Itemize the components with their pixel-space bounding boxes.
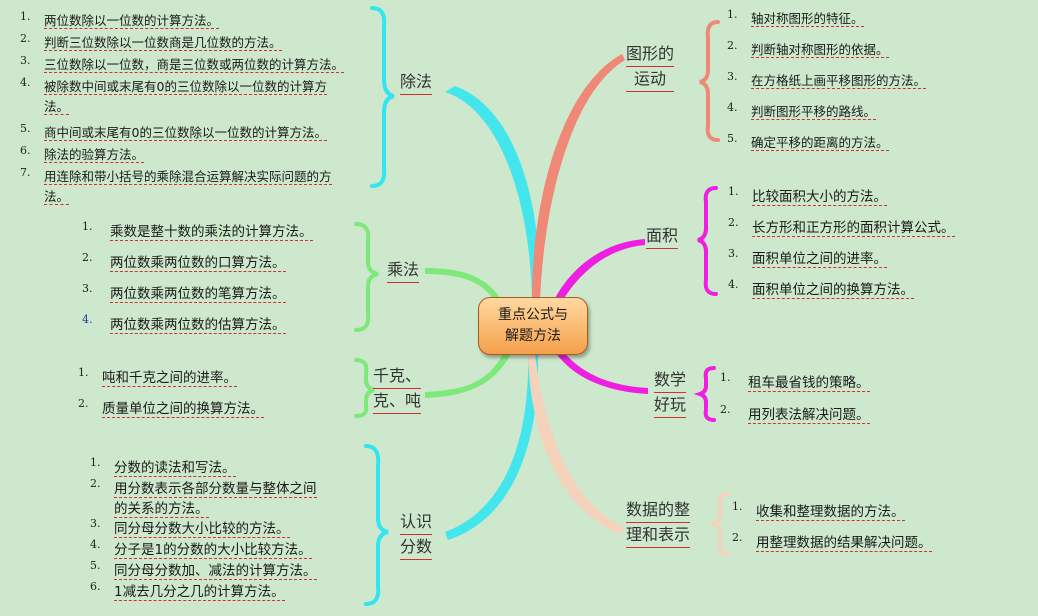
branch-fun-title: 数学 好玩 [654,368,687,418]
list-item: 4.被除数中间或末尾有0的三位数除以一位数的计算方 [20,76,327,95]
list-item: 法。 [44,189,70,205]
list-item: 5.商中间或末尾有0的三位数除以一位数的计算方法。 [20,122,327,141]
division-list: 1.两位数除以一位数的计算方法。 2.判断三位数除以一位数商是几位数的方法。 3… [20,10,376,206]
list-item: 3.三位数除以一位数，商是三位数或两位数的计算方法。 [20,54,345,73]
connector-division [445,86,541,300]
branch-motion-title: 图形的 运动 [626,42,675,92]
branch-weight-title: 千克、 克、吨 [373,364,422,414]
list-item: 4.两位数乘两位数的估算方法。 [82,313,286,334]
list-item: 7.用连除和带小括号的乘除混合运算解决实际问题的方 [20,166,332,185]
branch-division-title: 除法 [400,70,433,95]
area-list: 1.比较面积大小的方法。 2.长方形和正方形的面积计算公式。 3.面积单位之间的… [728,185,1028,309]
data-list: 1.收集和整理数据的方法。 2.用整理数据的结果解决问题。 [732,500,1032,562]
list-item: 4.分子是1的分数的大小比较方法。 [90,538,312,559]
list-item: 5.确定平移的距离的方法。 [727,132,889,151]
multiplication-list: 1.乘数是整十数的乘法的计算方法。 2.两位数乘两位数的口算方法。 3.两位数乘… [82,220,352,344]
list-item: 2.判断轴对称图形的依据。 [727,39,889,58]
brace-fractions [364,444,389,606]
list-item: 1.两位数除以一位数的计算方法。 [20,10,220,29]
list-item: 2.质量单位之间的换算方法。 [78,397,264,418]
list-item: 5.同分母分数加、减法的计算方法。 [90,559,317,580]
list-item: 1.分数的读法和写法。 [90,456,236,477]
brace-area [697,186,718,296]
connector-motion [532,54,625,300]
list-item: 6.1减去几分之几的计算方法。 [90,580,285,601]
connector-fun [555,350,648,394]
motion-list: 1.轴对称图形的特征。 2.判断轴对称图形的依据。 3.在方格纸上画平移图形的方… [727,8,1027,163]
branch-area-title: 面积 [646,224,679,249]
central-topic: 重点公式与 解题方法 [478,297,588,355]
list-item: 2.用分数表示各部分数量与整体之间 [90,477,317,498]
list-item: 2.判断三位数除以一位数商是几位数的方法。 [20,32,282,51]
fractions-list: 1.分数的读法和写法。 2.用分数表示各部分数量与整体之间 的关系的方法。 3.… [90,456,370,601]
list-item: 1.收集和整理数据的方法。 [732,500,905,521]
connector-weight [425,350,512,398]
list-item: 法。 [44,99,70,115]
connector-area [553,239,645,305]
brace-division [370,6,395,188]
central-topic-line1: 重点公式与 [498,307,568,323]
branch-fractions-title: 认识 分数 [400,510,433,560]
weight-list: 1.吨和千克之间的进率。 2.质量单位之间的换算方法。 [78,366,348,428]
list-item: 的关系的方法。 [114,501,209,518]
list-item: 1.乘数是整十数的乘法的计算方法。 [82,220,313,241]
connector-data [528,353,625,534]
central-topic-line2: 解题方法 [505,328,561,344]
list-item: 4.面积单位之间的换算方法。 [728,278,914,299]
list-item: 2.用列表法解决问题。 [720,403,870,424]
list-item: 1.比较面积大小的方法。 [728,185,887,206]
connector-fractions [445,353,539,540]
brace-motion [699,20,720,142]
list-item: 3.两位数乘两位数的笔算方法。 [82,282,286,303]
list-item: 2.用整理数据的结果解决问题。 [732,531,932,552]
list-item: 3.同分母分数大小比较的方法。 [90,517,290,538]
brace-weight [354,358,375,418]
branch-data-title: 数据的整 理和表示 [626,498,691,548]
brace-data [707,492,730,556]
list-item: 1.吨和千克之间的进率。 [78,366,237,387]
list-item: 2.长方形和正方形的面积计算公式。 [728,216,955,237]
branch-multiplication-title: 乘法 [387,258,420,283]
connector-multiplication [425,268,505,310]
list-item: 3.面积单位之间的进率。 [728,247,887,268]
list-item: 1.租车最省钱的策略。 [720,371,870,392]
list-item: 4.判断图形平移的路线。 [727,101,877,120]
list-item: 3.在方格纸上画平移图形的方法。 [727,70,927,89]
list-item: 1.轴对称图形的特征。 [727,8,864,27]
list-item: 6.除法的验算方法。 [20,144,145,163]
brace-fun [693,366,716,422]
list-item: 2.两位数乘两位数的口算方法。 [82,251,286,272]
fun-list: 1.租车最省钱的策略。 2.用列表法解决问题。 [720,371,1020,435]
brace-multiplication [354,222,379,332]
